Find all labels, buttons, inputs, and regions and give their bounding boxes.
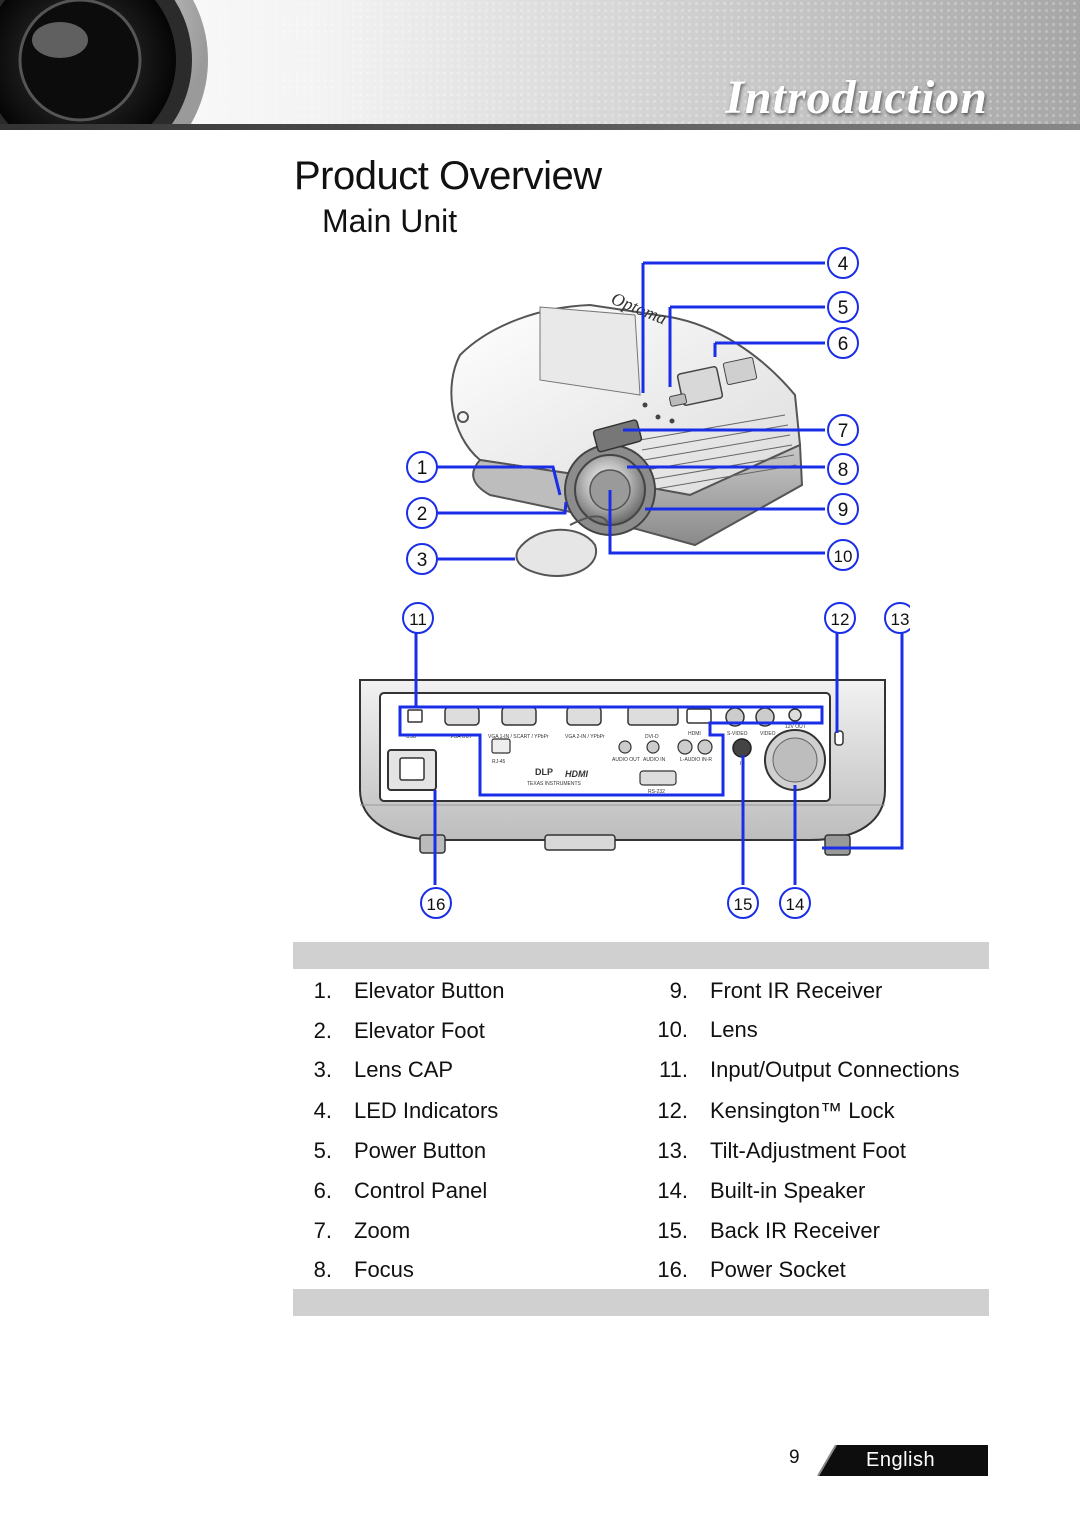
part-label: Tilt-Adjustment Foot — [710, 1138, 907, 1163]
part-label: Front IR Receiver — [710, 978, 883, 1003]
svg-text:9: 9 — [838, 500, 849, 521]
table-top-bar — [293, 942, 989, 969]
svg-text:11: 11 — [409, 610, 427, 629]
part-number: 3. — [313, 1057, 332, 1082]
part-label: Back IR Receiver — [710, 1218, 880, 1243]
callout-1: 1 — [406, 451, 438, 483]
ti-logo: TEXAS INSTRUMENTS — [527, 781, 582, 787]
callout-lines — [398, 261, 904, 885]
part-label: Power Button — [354, 1138, 487, 1163]
callout-4: 4 — [827, 247, 859, 279]
svg-text:7: 7 — [838, 421, 849, 442]
part-number: 11. — [659, 1057, 688, 1082]
svg-text:1: 1 — [417, 458, 428, 479]
svg-text:12: 12 — [831, 610, 850, 629]
port-label-vga-1: VGA 1-IN / SCART / YPbPr — [488, 734, 549, 740]
port-label-dvi: DVI-D — [645, 734, 659, 740]
part-label: Elevator Foot — [354, 1018, 485, 1043]
part-label: Lens CAP — [354, 1057, 454, 1082]
svg-text:8: 8 — [838, 460, 849, 481]
svg-text:14: 14 — [786, 895, 805, 914]
table-bottom-bar — [293, 1289, 989, 1316]
svg-text:2: 2 — [417, 504, 428, 525]
callout-10: 10 — [827, 539, 859, 571]
callout-6: 6 — [827, 327, 859, 359]
part-label: Built-in Speaker — [710, 1178, 866, 1203]
callout-14: 14 — [779, 887, 811, 919]
port-label-hdmi: HDMI — [688, 731, 701, 737]
svg-text:16: 16 — [427, 895, 446, 914]
port-label-audio-in: AUDIO IN — [643, 757, 666, 763]
callout-13: 13 — [884, 602, 910, 634]
part-label: Kensington™ Lock — [710, 1098, 895, 1123]
part-number: 14. — [657, 1178, 688, 1203]
part-number: 16. — [657, 1257, 688, 1282]
svg-text:5: 5 — [838, 298, 849, 319]
language-tab — [817, 1445, 988, 1476]
part-number: 1. — [313, 978, 332, 1003]
part-label: Control Panel — [354, 1178, 488, 1203]
language-label: English — [866, 1449, 936, 1471]
port-label-vga-out: VGA OUT — [450, 734, 472, 740]
svg-text:15: 15 — [734, 895, 753, 914]
callout-2: 2 — [406, 497, 438, 529]
part-number: 6. — [313, 1178, 332, 1203]
part-number: 9. — [669, 978, 688, 1003]
hdmi-logo: HDMI — [565, 769, 588, 779]
section-title: Introduction — [725, 71, 988, 124]
part-number: 10. — [657, 1017, 688, 1042]
part-number: 15. — [657, 1218, 688, 1243]
header-banner — [0, 0, 1080, 130]
port-label-12v-out: 12V OUT — [785, 724, 806, 730]
dlp-logo: DLP — [535, 767, 553, 777]
part-number: 5. — [313, 1138, 332, 1163]
callout-3: 3 — [406, 543, 438, 575]
callout-15: 15 — [727, 887, 759, 919]
callout-11: 11 — [402, 602, 434, 634]
part-number: 4. — [313, 1098, 332, 1123]
page-subtitle: Main Unit — [322, 203, 458, 239]
port-label-vga-2: VGA 2-IN / YPbPr — [565, 734, 605, 740]
part-number: 13. — [657, 1138, 688, 1163]
callout-16: 16 — [420, 887, 452, 919]
lens-graphic — [0, 0, 208, 130]
svg-text:10: 10 — [834, 547, 853, 566]
port-label-rs232: RS-232 — [648, 789, 665, 795]
callout-5: 5 — [827, 291, 859, 323]
part-number: 12. — [657, 1098, 688, 1123]
callout-12: 12 — [824, 602, 856, 634]
port-label-audio-out: AUDIO OUT — [612, 757, 640, 763]
part-label: Focus — [354, 1257, 414, 1282]
svg-text:3: 3 — [417, 550, 428, 571]
part-label: Power Socket — [710, 1257, 846, 1282]
part-label: Zoom — [354, 1218, 411, 1243]
part-number: 8. — [313, 1257, 332, 1282]
port-label-video: VIDEO — [760, 731, 776, 737]
page-number: 9 — [789, 1447, 800, 1468]
part-label: Lens — [710, 1017, 758, 1042]
callout-8: 8 — [827, 453, 859, 485]
part-number: 7. — [313, 1218, 332, 1243]
svg-text:6: 6 — [838, 334, 849, 355]
banner-rule — [0, 124, 1080, 130]
port-label-s-video: S-VIDEO — [727, 731, 748, 737]
projector-diagram: Optoma USB VGA OUT VGA 1-IN / SC — [359, 247, 910, 919]
projector-front-view: Optoma — [450, 288, 804, 577]
port-label-l-audio-in-r: L-AUDIO IN-R — [680, 757, 712, 763]
svg-text:13: 13 — [891, 610, 910, 629]
page-title: Product Overview — [294, 154, 602, 198]
part-label: Elevator Button — [354, 978, 505, 1003]
port-label-rj45: RJ-45 — [492, 759, 506, 765]
callout-7: 7 — [827, 414, 859, 446]
part-number: 2. — [313, 1018, 332, 1043]
part-label: LED Indicators — [354, 1098, 499, 1123]
svg-text:4: 4 — [838, 254, 849, 275]
port-label-usb: USB — [406, 734, 417, 740]
callout-9: 9 — [827, 493, 859, 525]
part-label: Input/Output Connections — [710, 1057, 960, 1082]
